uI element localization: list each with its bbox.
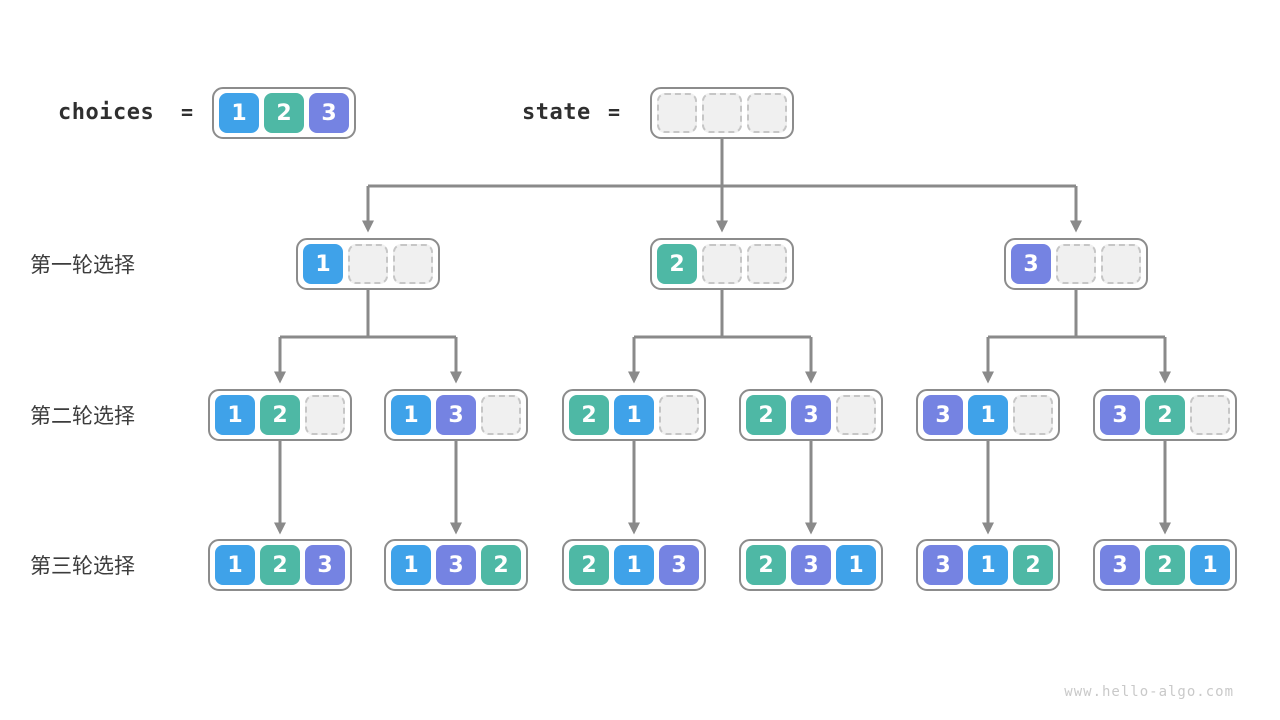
value-cell: 1	[391, 545, 431, 585]
value-cell: 2	[746, 545, 786, 585]
value-cell: 2	[746, 395, 786, 435]
round-1-label: 第一轮选择	[30, 253, 135, 277]
empty-cell	[1101, 244, 1141, 284]
value-cell: 1	[968, 545, 1008, 585]
state-array-box	[650, 87, 794, 139]
empty-cell	[747, 93, 787, 133]
value-cell: 1	[1190, 545, 1230, 585]
state-node: 2	[650, 238, 794, 290]
value-cell: 2	[481, 545, 521, 585]
state-node: 1	[296, 238, 440, 290]
empty-cell	[1056, 244, 1096, 284]
empty-cell	[702, 244, 742, 284]
state-node: 3	[1004, 238, 1148, 290]
round-3-label: 第三轮选择	[30, 554, 135, 578]
value-cell: 2	[1145, 545, 1185, 585]
empty-cell	[1190, 395, 1230, 435]
value-cell: 2	[657, 244, 697, 284]
value-cell: 3	[1100, 545, 1140, 585]
value-cell: 3	[305, 545, 345, 585]
empty-cell	[305, 395, 345, 435]
empty-cell	[1013, 395, 1053, 435]
value-cell: 1	[614, 545, 654, 585]
empty-cell	[659, 395, 699, 435]
value-cell: 3	[791, 545, 831, 585]
state-label: state	[522, 99, 591, 125]
value-cell: 2	[260, 545, 300, 585]
value-cell: 3	[309, 93, 349, 133]
state-equals-sign: =	[608, 100, 621, 124]
value-cell: 2	[569, 545, 609, 585]
empty-cell	[481, 395, 521, 435]
empty-cell	[393, 244, 433, 284]
value-cell: 1	[391, 395, 431, 435]
empty-cell	[836, 395, 876, 435]
value-cell: 1	[215, 545, 255, 585]
value-cell: 3	[436, 395, 476, 435]
value-cell: 1	[219, 93, 259, 133]
value-cell: 2	[260, 395, 300, 435]
value-cell: 3	[1011, 244, 1051, 284]
value-cell: 1	[215, 395, 255, 435]
value-cell: 2	[1145, 395, 1185, 435]
round-2-label: 第二轮选择	[30, 404, 135, 428]
value-cell: 3	[659, 545, 699, 585]
value-cell: 3	[923, 395, 963, 435]
value-cell: 1	[614, 395, 654, 435]
value-cell: 1	[303, 244, 343, 284]
value-cell: 1	[836, 545, 876, 585]
value-cell: 3	[1100, 395, 1140, 435]
value-cell: 2	[264, 93, 304, 133]
value-cell: 1	[968, 395, 1008, 435]
choices-label: choices	[58, 99, 155, 125]
value-cell: 3	[436, 545, 476, 585]
value-cell: 2	[569, 395, 609, 435]
value-cell: 2	[1013, 545, 1053, 585]
empty-cell	[702, 93, 742, 133]
empty-cell	[657, 93, 697, 133]
watermark: www.hello-algo.com	[1064, 684, 1234, 700]
empty-cell	[348, 244, 388, 284]
empty-cell	[747, 244, 787, 284]
choices-equals-sign: =	[181, 100, 194, 124]
value-cell: 3	[923, 545, 963, 585]
value-cell: 3	[791, 395, 831, 435]
